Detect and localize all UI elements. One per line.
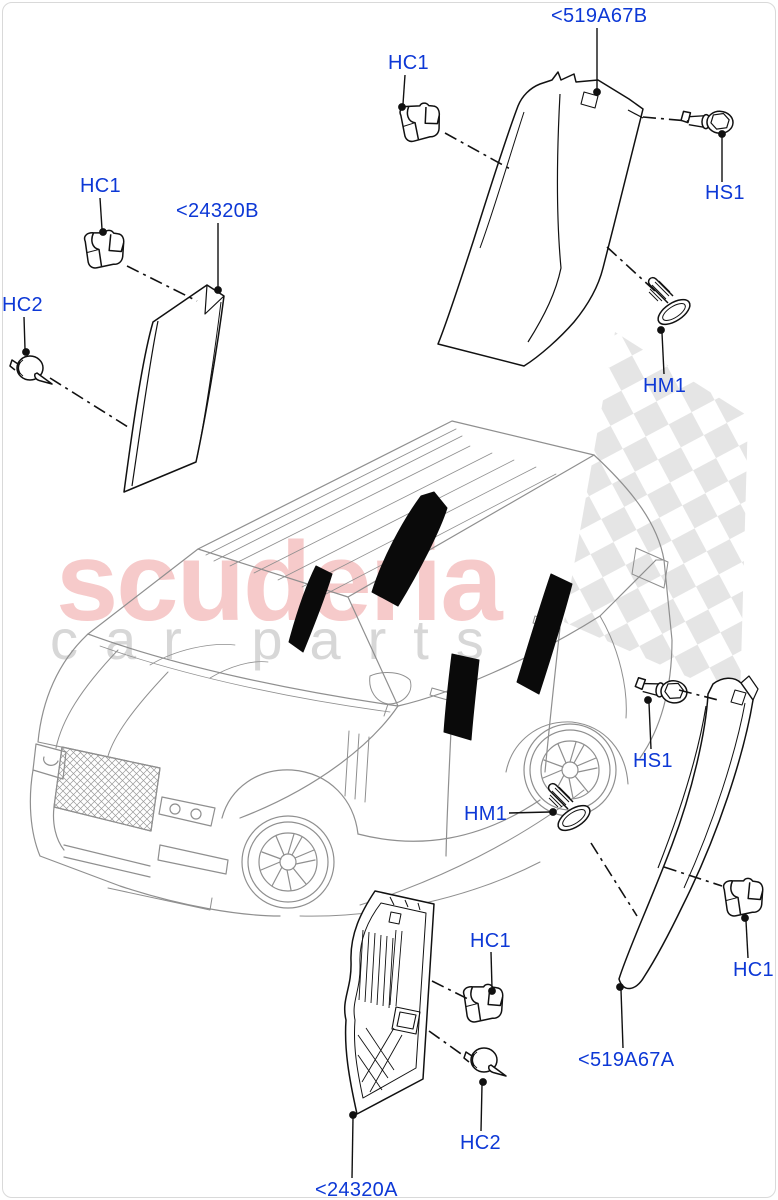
callout-hm1-mid: HM1 — [464, 803, 508, 825]
part-24320a-drawing — [343, 890, 435, 1115]
callout-part-519a67a: <519A67A — [578, 1049, 675, 1071]
leader-lines — [22, 28, 749, 1179]
part-519a67a-drawing — [618, 675, 759, 990]
callout-part-519a67b: <519A67B — [551, 5, 648, 27]
hs1-screw-icon — [679, 108, 735, 135]
watermark-checker-flag — [564, 332, 748, 700]
hc2-grommet-icon — [9, 355, 53, 385]
assembly-dash-lines — [49, 116, 723, 1057]
part-519a67b-drawing — [437, 71, 644, 367]
hc1-clip-icon — [722, 876, 766, 918]
watermark-letters: car parts — [50, 608, 511, 671]
callout-hc1-top-left: HC1 — [80, 175, 121, 197]
callout-hc1-bottom-right: HC1 — [733, 959, 774, 981]
car-illustration — [29, 420, 673, 917]
callout-hc2-bottom: HC2 — [460, 1132, 501, 1154]
callout-part-24320a: <24320A — [315, 1179, 398, 1200]
callout-hs1-top: HS1 — [705, 182, 745, 204]
callout-part-24320b: <24320B — [176, 200, 259, 222]
highlighted-pillar-trims — [288, 491, 573, 741]
hc2-grommet-icon — [463, 1047, 507, 1077]
hm1-pin-icon — [647, 276, 695, 331]
hc1-clip-icon — [462, 982, 506, 1024]
callout-hs1-mid: HS1 — [633, 750, 673, 772]
callout-hm1-top: HM1 — [643, 375, 687, 397]
callout-hc1-bottom-mid: HC1 — [470, 930, 511, 952]
callout-hc1-top-right: HC1 — [388, 52, 429, 74]
part-24320b-drawing — [123, 284, 225, 493]
callout-hc2-left: HC2 — [2, 294, 43, 316]
